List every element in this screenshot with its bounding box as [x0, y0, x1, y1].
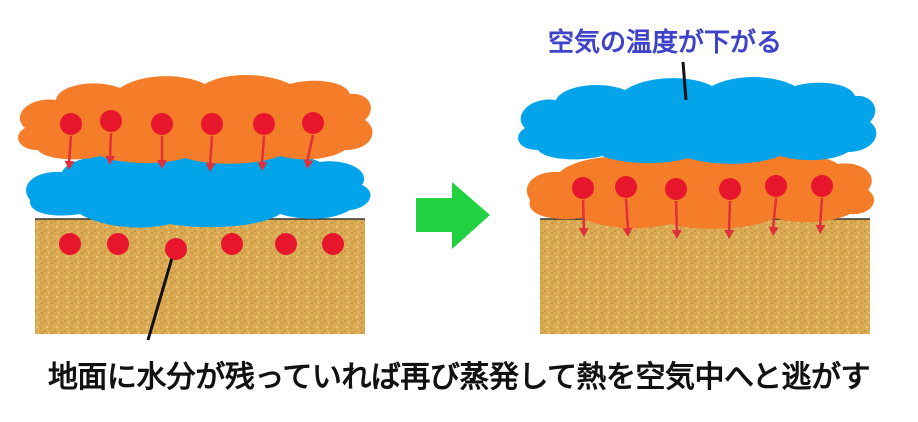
left-panel: [18, 75, 373, 341]
heat-arrow: [157, 136, 167, 169]
evaporation-pointer-line: [146, 257, 174, 341]
cooling-label: 空気の温度が下がる: [548, 28, 783, 58]
right-soil: [540, 219, 870, 334]
right-cool-air-cloud: [518, 77, 877, 164]
heat-arrow: [724, 200, 735, 239]
heat-particle-icon: [60, 113, 82, 135]
heat-arrow: [578, 199, 589, 237]
heat-arrow: [622, 198, 633, 237]
heat-particle-icon: [719, 178, 741, 200]
heat-particle-icon: [665, 178, 687, 200]
heat-particle-icon: [322, 233, 344, 255]
heat-arrow: [815, 197, 826, 234]
heat-particle-icon: [100, 110, 122, 132]
heat-arrow: [64, 135, 75, 170]
left-soil: [35, 219, 365, 334]
heat-arrow: [205, 135, 216, 172]
heat-particle-icon: [275, 233, 297, 255]
left-cool-air-cloud: [26, 151, 371, 228]
heat-particle-icon: [59, 233, 81, 255]
heat-particle-icon: [107, 233, 129, 255]
heat-arrow: [257, 135, 268, 171]
heat-particle-icon: [811, 175, 833, 197]
heat-particle-icon: [221, 233, 243, 255]
heat-particle-icon: [572, 177, 594, 199]
left-warm-air-cloud: [18, 75, 373, 164]
heat-arrow: [671, 200, 682, 239]
heat-particle-icon: [201, 113, 223, 135]
heat-arrow: [768, 197, 779, 236]
heat-particle-icon: [253, 113, 275, 135]
right-arrow-icon: [416, 182, 490, 249]
right-warm-air-cloud: [526, 152, 875, 229]
caption: 地面に水分が残っていれば再び蒸発して熱を空気中へと逃がす: [47, 360, 871, 395]
heat-particles: [59, 110, 833, 260]
right-panel: [518, 61, 877, 334]
heat-arrow: [105, 132, 116, 165]
heat-particle-icon: [765, 175, 787, 197]
heat-particle-icon: [615, 176, 637, 198]
heat-particle-icon: [151, 113, 173, 135]
heat-particle-icon: [165, 238, 187, 260]
heat-arrow: [303, 134, 315, 169]
cooling-label-pointer-line: [681, 61, 688, 101]
heat-particle-icon: [302, 112, 324, 134]
